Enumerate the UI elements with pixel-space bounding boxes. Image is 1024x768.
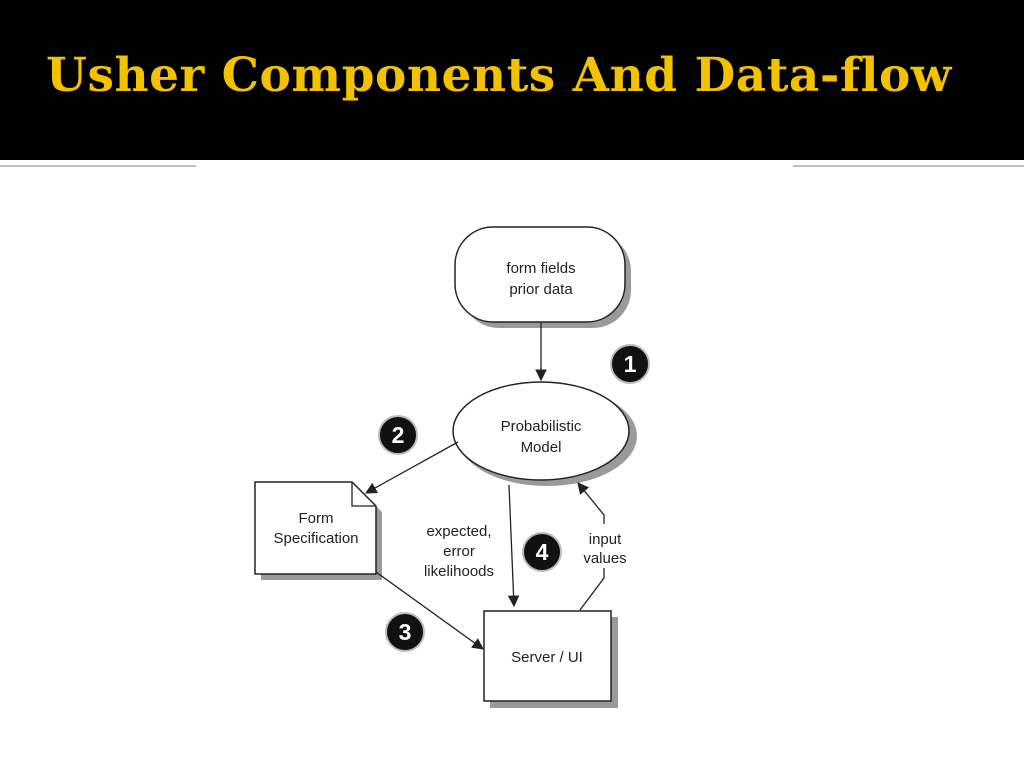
likelihoods-label-line2: error xyxy=(443,543,475,560)
form-spec-label-line1: Form xyxy=(299,510,334,527)
svg-text:4: 4 xyxy=(536,539,549,565)
title-bar: Usher Components And Data-flow xyxy=(0,0,1024,160)
form-spec-label-line2: Specification xyxy=(273,530,358,547)
svg-text:2: 2 xyxy=(392,422,405,448)
arrow-form-spec-to-server xyxy=(375,571,484,650)
slide-title: Usher Components And Data-flow xyxy=(46,48,952,103)
input-data-label-line2: prior data xyxy=(509,281,573,298)
input-data-label-line1: form fields xyxy=(506,260,575,277)
likelihoods-label-line3: likelihoods xyxy=(424,563,494,580)
likelihoods-label-line1: expected, xyxy=(426,523,491,540)
svg-text:1: 1 xyxy=(624,351,637,377)
arrow-model-to-form-spec xyxy=(364,441,459,494)
input-values-label-line2: values xyxy=(583,550,626,567)
model-label-line2: Model xyxy=(521,439,562,456)
server-label: Server / UI xyxy=(511,649,583,666)
form-specification-node: Form Specification xyxy=(254,481,382,580)
input-data-node: form fields prior data xyxy=(454,226,631,328)
step-marker-1: 1 xyxy=(610,344,650,384)
input-values-label-line1: input xyxy=(589,531,622,548)
step-marker-2: 2 xyxy=(378,415,418,455)
svg-text:3: 3 xyxy=(399,619,412,645)
divider-left xyxy=(0,165,196,167)
divider-right xyxy=(793,165,1024,167)
model-label-line1: Probabilistic xyxy=(501,418,582,435)
probabilistic-model-node: Probabilistic Model xyxy=(452,381,637,486)
step-marker-4: 4 xyxy=(522,532,562,572)
arrow-model-to-server xyxy=(507,484,520,608)
step-marker-3: 3 xyxy=(385,612,425,652)
server-ui-node: Server / UI xyxy=(483,610,618,708)
